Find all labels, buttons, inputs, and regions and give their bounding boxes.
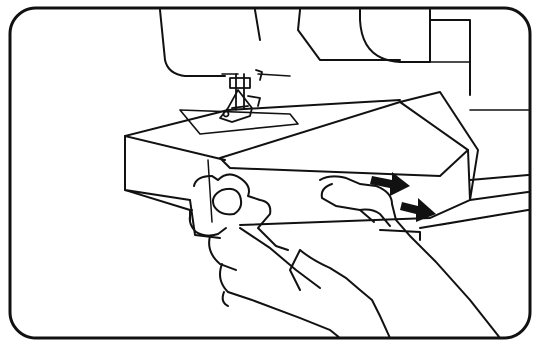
machine-bed-icon [125,100,400,222]
hand-icon [190,174,500,338]
presser-foot-icon [220,70,262,122]
illustration-frame [10,8,530,338]
accessory-box-icon [190,92,528,240]
sewing-machine-icon [160,10,470,95]
